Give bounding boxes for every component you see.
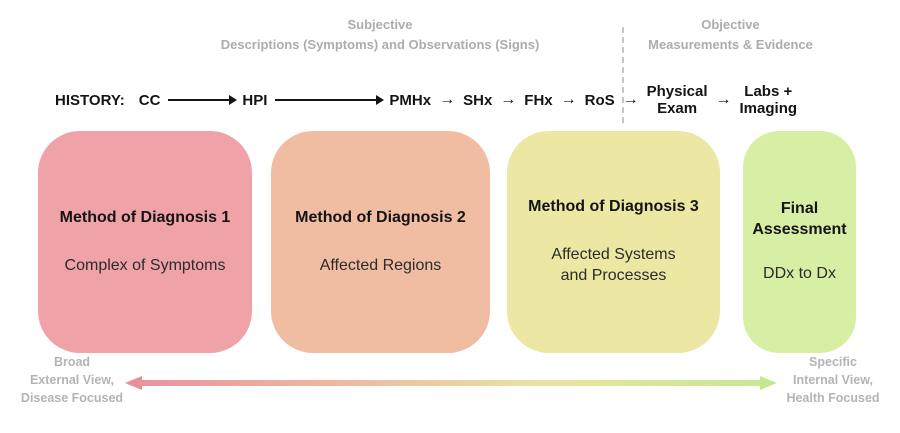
history-step-ros: RoS <box>584 91 615 109</box>
subjective-header: Subjective Descriptions (Symptoms) and O… <box>150 15 610 55</box>
final-assessment-title: Final Assessment <box>752 200 847 239</box>
history-step-shx: SHx <box>463 91 493 109</box>
history-step-labs-imaging: Labs + Imaging <box>739 82 798 117</box>
arrow-right-icon <box>275 95 385 105</box>
method-box-1: Method of Diagnosis 1 Complex of Symptom… <box>38 131 252 353</box>
arrow-right-icon: → <box>715 91 732 108</box>
method-box-3: Method of Diagnosis 3 Affected Systems a… <box>507 131 720 353</box>
method-box-2-body: Affected Regions <box>319 256 442 274</box>
method-box-3-body: Affected Systems and Processes <box>551 245 676 285</box>
final-assessment-box: Final Assessment DDx to Dx <box>743 131 856 353</box>
arrow-right-icon: → <box>439 91 456 108</box>
spectrum-gradient-shaft <box>139 380 763 386</box>
spectrum-arrow <box>125 376 777 390</box>
history-step-physical-exam: Physical Exam <box>646 82 708 117</box>
history-label: HISTORY: <box>55 91 125 109</box>
history-flow: HISTORY: CC HPI PMHx → SHx → FHx → RoS →… <box>55 82 797 118</box>
final-assessment-body: DDx to Dx <box>763 265 836 282</box>
broad-view-label: Broad External View, Disease Focused <box>20 355 124 405</box>
arrow-right-icon <box>168 95 238 105</box>
history-step-fhx: FHx <box>524 91 553 109</box>
objective-header: Objective Measurements & Evidence <box>628 15 833 55</box>
arrow-right-icon: → <box>500 91 517 108</box>
subjective-objective-divider <box>622 27 624 123</box>
method-box-1-title: Method of Diagnosis 1 <box>59 208 231 226</box>
history-step-hpi: HPI <box>242 91 268 109</box>
arrow-right-head-icon <box>760 376 777 390</box>
arrow-left-head-icon <box>125 376 142 390</box>
method-box-2-title: Method of Diagnosis 2 <box>295 208 466 226</box>
arrow-right-icon: → <box>622 91 639 108</box>
objective-title: Objective <box>701 17 760 32</box>
method-box-2: Method of Diagnosis 2 Affected Regions <box>271 131 490 353</box>
method-box-3-title: Method of Diagnosis 3 <box>528 198 699 215</box>
arrow-right-icon: → <box>560 91 577 108</box>
history-step-pmhx: PMHx <box>389 91 432 109</box>
subjective-subtitle: Descriptions (Symptoms) and Observations… <box>220 37 540 52</box>
history-step-cc: CC <box>138 91 161 109</box>
subjective-title: Subjective <box>347 17 413 32</box>
method-box-1-body: Complex of Symptoms <box>64 256 226 274</box>
specific-view-label: Specific Internal View, Health Focused <box>786 355 880 405</box>
objective-subtitle: Measurements & Evidence <box>648 37 813 52</box>
